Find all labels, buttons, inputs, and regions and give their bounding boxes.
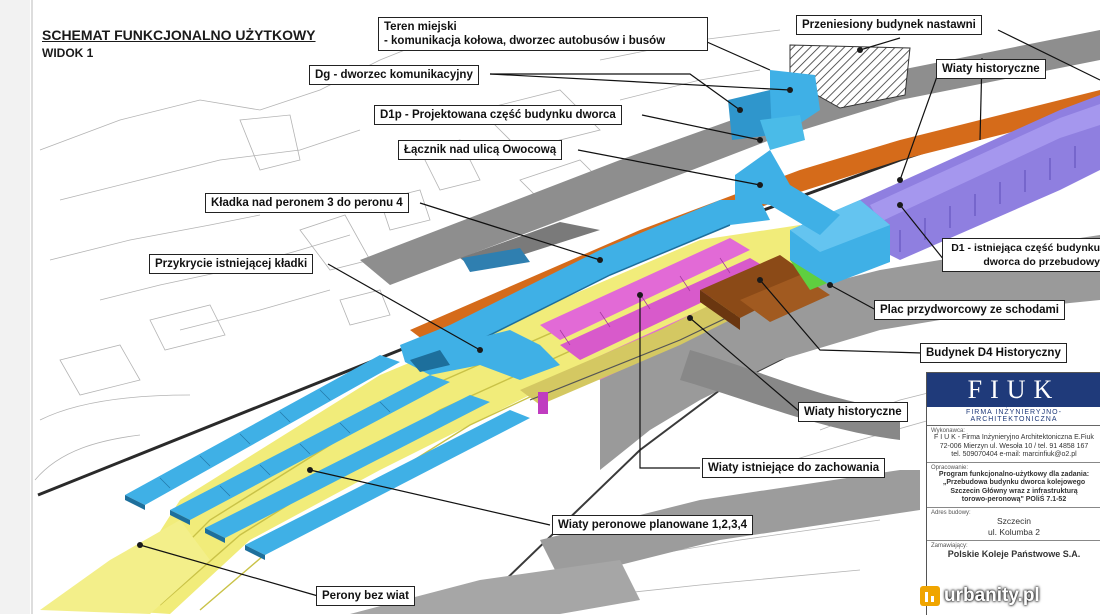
- label-dg: Dg - dworzec komunikacyjny: [309, 65, 479, 85]
- planned-canopies: [125, 355, 530, 560]
- page-margin: [0, 0, 30, 614]
- address-city: Szczecin: [996, 515, 1031, 526]
- transport-hub-dg: [770, 70, 820, 130]
- label-perony: Perony bez wiat: [316, 586, 415, 606]
- historic-building-roof: [870, 104, 1100, 222]
- footbridge-edge: [459, 224, 731, 351]
- title-block-client: Zamawiający: Polskie Koleje Państwowe S.…: [927, 541, 1100, 561]
- contractor-caption: Wykonawca:: [931, 428, 965, 434]
- label-wiaty-istniejace: Wiaty istniejące do zachowania: [702, 458, 886, 478]
- company-logo-subtitle: FIRMA INŻYNIERYJNO-ARCHITEKTONICZNA: [927, 407, 1100, 426]
- label-d1-line1: D1 - istniejąca część budynku: [951, 242, 1100, 254]
- transport-hub-link: [462, 248, 530, 272]
- road-upper: [360, 30, 1100, 285]
- label-teren-miejski-line1: Teren miejski: [384, 21, 457, 33]
- label-d1: D1 - istniejąca część budynku dworca do …: [942, 238, 1100, 272]
- project-line2: „Przebudowa budynku dworca kolejowego: [942, 479, 1086, 486]
- connector-owocowa: [735, 150, 840, 235]
- title-block-contractor: Wykonawca: F I U K - Firma Inżynieryjno …: [927, 426, 1100, 463]
- project-line4: torowo-peronową" POliŚ 7.1-52: [961, 496, 1067, 503]
- transport-hub-dg2: [728, 90, 772, 140]
- label-d1-line2: dworca do przebudowy: [983, 256, 1100, 268]
- label-kladka: Kładka nad peronem 3 do peronu 4: [205, 193, 409, 213]
- label-przykrycie: Przykrycie istniejącej kładki: [149, 254, 314, 274]
- station-d1p-top: [790, 200, 890, 252]
- label-teren-miejski-line2: - komunikacja kołowa, dworzec autobusów …: [384, 35, 666, 47]
- drawing-title: SCHEMAT FUNKCJONALNO UŻYTKOWY: [42, 27, 316, 43]
- client-name: Polskie Koleje Państwowe S.A.: [947, 548, 1081, 559]
- bridge-magenta-marker: [538, 392, 548, 414]
- label-wiaty-historyczne-top: Wiaty historyczne: [936, 59, 1046, 79]
- leader-dots: [137, 47, 903, 548]
- label-lacznik: Łącznik nad ulicą Owocową: [398, 140, 563, 160]
- urbanity-bars-icon: [920, 586, 940, 606]
- road-lower: [600, 235, 1100, 470]
- bridge-cover-dark: [410, 350, 450, 372]
- company-logo: FIUK: [927, 373, 1100, 407]
- platforms-no-canopy: [40, 520, 210, 614]
- label-d1p: D1p - Projektowana część budynku dworca: [374, 105, 622, 125]
- address-caption: Adres budowy:: [931, 509, 971, 516]
- building-d4: [700, 255, 815, 318]
- leader-lines: [139, 29, 1100, 597]
- project-line1: Program funkcjonalno-użytkowy dla zadani…: [938, 470, 1090, 478]
- label-przeniesiony: Przeniesiony budynek nastawni: [796, 15, 982, 35]
- contractor-line1: F I U K - Firma Inżynieryjno Architekton…: [934, 434, 1094, 441]
- label-wiaty-peronowe: Wiaty peronowe planowane 1,2,3,4: [552, 515, 754, 535]
- label-budynek-d4: Budynek D4 Historyczny: [920, 343, 1067, 363]
- label-wiaty-historyczne-mid: Wiaty historyczne: [798, 402, 908, 422]
- project-line3: Szczecin Główny wraz z infrastrukturą: [950, 487, 1078, 495]
- contractor-line3: tel. 509070404 e-mail: marcinfiuk@o2.pl: [951, 451, 1077, 458]
- label-plac: Plac przydworcowy ze schodami: [874, 300, 1065, 320]
- address-street: ul. Kolumba 2: [988, 526, 1040, 537]
- title-block: FIUK FIRMA INŻYNIERYJNO-ARCHITEKTONICZNA…: [926, 372, 1100, 615]
- title-block-address: Adres budowy: Szczecin ul. Kolumba 2: [927, 508, 1100, 541]
- contractor-line2: 72-006 Mierzyn ul. Wesoła 10 / tel. 91 4…: [939, 442, 1089, 450]
- title-block-project: Opracowanie: Program funkcjonalno-użytko…: [927, 463, 1100, 508]
- drawing-subtitle: WIDOK 1: [42, 46, 94, 60]
- building-d4-annex: [740, 275, 830, 322]
- planned-canopy-ribs: [159, 389, 391, 497]
- project-caption: Opracowanie:: [931, 464, 969, 471]
- watermark: urbanity.pl: [944, 585, 1040, 606]
- building-d4-front: [700, 290, 740, 330]
- transport-hub-dg3: [760, 115, 805, 150]
- road-bottom2: [350, 560, 640, 614]
- label-teren-miejski: Teren miejski - komunikacja kołowa, dwor…: [378, 17, 708, 51]
- historic-canopy-1: [540, 238, 750, 340]
- footbridge-platform-4: [440, 200, 770, 350]
- client-caption: Zamawiający:: [931, 542, 968, 549]
